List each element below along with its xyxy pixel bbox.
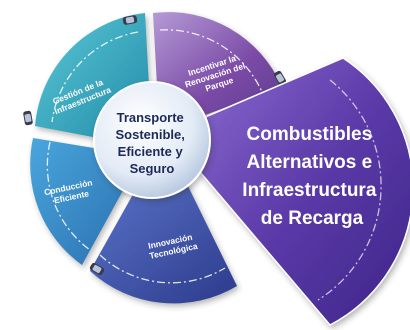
segment-label-renovacion: Incentivar la Renovación del Parque xyxy=(181,50,252,99)
center-label-line: Transporte xyxy=(117,110,184,125)
callout-dash xyxy=(317,79,382,301)
callout-label-line: Infraestructura xyxy=(242,180,377,201)
center-label-line: Eficiente y xyxy=(118,144,184,159)
center-label-line: Seguro xyxy=(130,161,175,176)
callout-label-line: Alternativos e xyxy=(247,152,373,173)
callout-label: Combustibles Alternativos e Infraestruct… xyxy=(242,124,381,229)
ring-dash-conduccion xyxy=(46,141,91,251)
car-icon xyxy=(23,110,33,126)
callout-label-line: de Recarga xyxy=(261,208,364,229)
car-icon xyxy=(273,70,287,86)
ring-dash-innovacion xyxy=(99,254,226,284)
center-circle xyxy=(93,81,211,199)
center-label: Transporte Sostenible, Eficiente y Segur… xyxy=(116,110,189,176)
car-icon xyxy=(89,262,105,276)
ring-dash-infraestructura xyxy=(51,31,139,123)
callout-label-line: Combustibles xyxy=(247,124,373,145)
callout-segment xyxy=(199,57,410,326)
car-icon xyxy=(122,15,138,25)
center-label-line: Sostenible, xyxy=(116,127,185,142)
